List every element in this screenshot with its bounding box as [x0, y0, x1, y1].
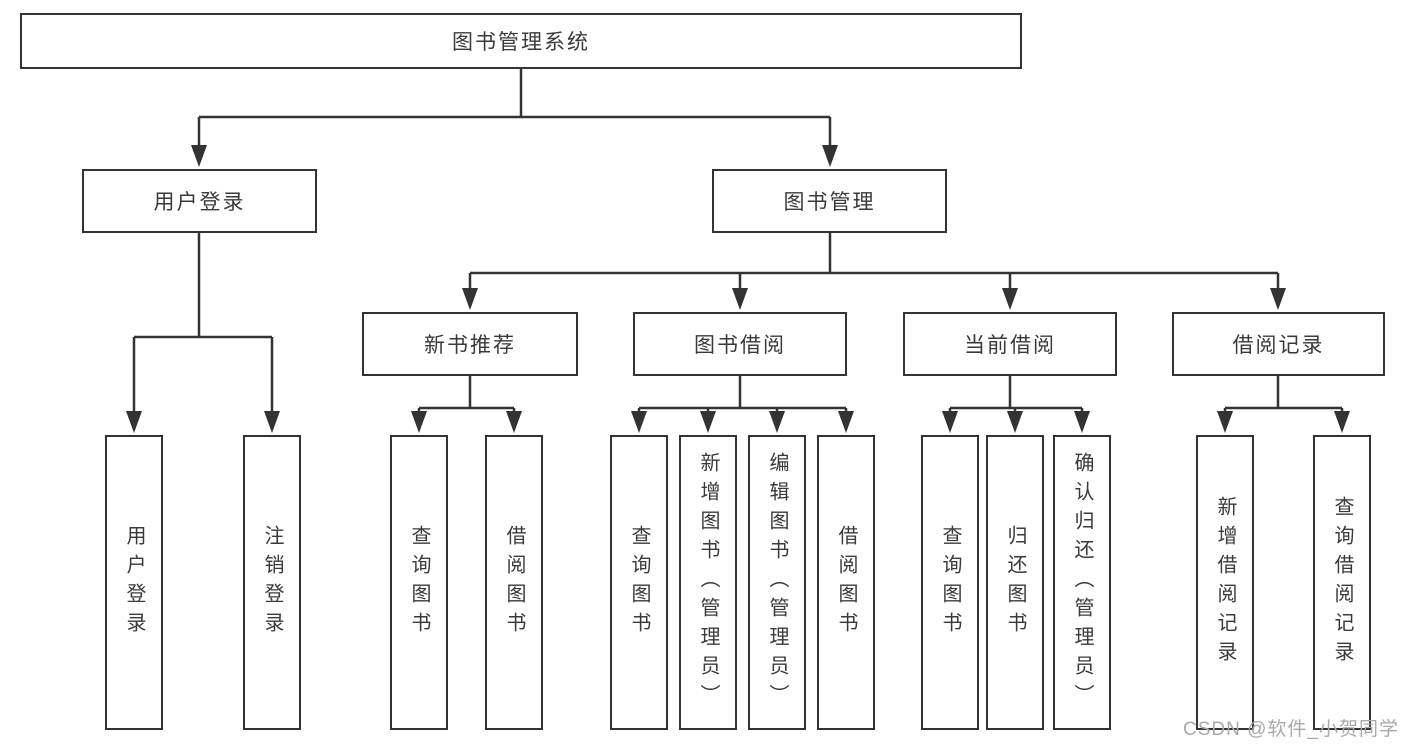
- node-leaf-return-book: 归还图书: [986, 435, 1044, 730]
- node-label-leaf-add-book-admin: 新增图书（管理员）: [697, 452, 719, 713]
- node-label-leaf-confirm-return: 确认归还（管理员）: [1071, 452, 1093, 713]
- node-leaf-borrow-books-2: 借阅图书: [817, 435, 875, 730]
- arrowhead-icon: [1334, 411, 1350, 433]
- node-leaf-borrow-books-1: 借阅图书: [485, 435, 543, 730]
- node-label-leaf-user-login: 用户登录: [123, 524, 145, 641]
- node-label-current-borrowing: 当前借阅: [964, 334, 1056, 357]
- arrowhead-icon: [1217, 411, 1233, 433]
- watermark: CSDN @软件_小贺同学: [1183, 719, 1399, 740]
- arrowhead-icon: [732, 288, 748, 310]
- node-label-book-management: 图书管理: [783, 191, 876, 214]
- arrowhead-icon: [769, 411, 785, 433]
- node-leaf-confirm-return: 确认归还（管理员）: [1053, 435, 1111, 730]
- node-new-book-recommend: 新书推荐: [362, 312, 578, 376]
- node-leaf-query-borrow-record: 查询借阅记录: [1313, 435, 1371, 730]
- arrowhead-icon: [1002, 288, 1018, 310]
- node-label-user-login: 用户登录: [153, 191, 246, 214]
- node-book-borrowing: 图书借阅: [633, 312, 847, 376]
- node-leaf-user-login: 用户登录: [105, 435, 163, 730]
- arrowhead-icon: [462, 288, 478, 310]
- node-leaf-logout: 注销登录: [243, 435, 301, 730]
- arrowhead-icon: [264, 411, 280, 433]
- arrowhead-icon: [700, 411, 716, 433]
- arrowhead-icon: [1007, 411, 1023, 433]
- node-leaf-query-books-1: 查询图书: [390, 435, 448, 730]
- node-book-management: 图书管理: [712, 169, 947, 233]
- node-label-leaf-query-books-1: 查询图书: [408, 524, 430, 641]
- arrowhead-icon: [631, 411, 647, 433]
- node-label-leaf-query-borrow-record: 查询借阅记录: [1331, 495, 1353, 670]
- arrowhead-icon: [942, 411, 958, 433]
- node-user-login: 用户登录: [82, 169, 317, 233]
- arrowhead-icon: [838, 411, 854, 433]
- arrowhead-icon: [1270, 288, 1286, 310]
- node-label-leaf-query-books-2: 查询图书: [628, 524, 650, 641]
- node-leaf-query-books-2: 查询图书: [610, 435, 668, 730]
- node-label-leaf-return-book: 归还图书: [1004, 524, 1026, 641]
- node-leaf-edit-book-admin: 编辑图书（管理员）: [748, 435, 806, 730]
- node-label-new-book-recommend: 新书推荐: [424, 334, 516, 357]
- arrowhead-icon: [411, 411, 427, 433]
- node-leaf-add-book-admin: 新增图书（管理员）: [679, 435, 737, 730]
- node-leaf-add-borrow-record: 新增借阅记录: [1196, 435, 1254, 730]
- arrowhead-icon: [126, 411, 142, 433]
- node-leaf-query-books-3: 查询图书: [921, 435, 979, 730]
- node-label-borrowing-records: 借阅记录: [1232, 334, 1325, 357]
- node-label-leaf-logout: 注销登录: [261, 524, 283, 641]
- node-root: 图书管理系统: [20, 13, 1022, 69]
- node-label-leaf-borrow-books-1: 借阅图书: [503, 524, 525, 641]
- node-label-leaf-borrow-books-2: 借阅图书: [835, 524, 857, 641]
- arrowhead-icon: [822, 145, 838, 167]
- node-label-leaf-edit-book-admin: 编辑图书（管理员）: [766, 452, 788, 713]
- node-borrowing-records: 借阅记录: [1172, 312, 1385, 376]
- node-label-leaf-query-books-3: 查询图书: [939, 524, 961, 641]
- node-label-book-borrowing: 图书借阅: [694, 334, 786, 357]
- node-current-borrowing: 当前借阅: [903, 312, 1117, 376]
- node-label-root: 图书管理系统: [452, 31, 590, 54]
- arrowhead-icon: [191, 145, 207, 167]
- arrowhead-icon: [506, 411, 522, 433]
- node-label-leaf-add-borrow-record: 新增借阅记录: [1214, 495, 1236, 670]
- arrowhead-icon: [1074, 411, 1090, 433]
